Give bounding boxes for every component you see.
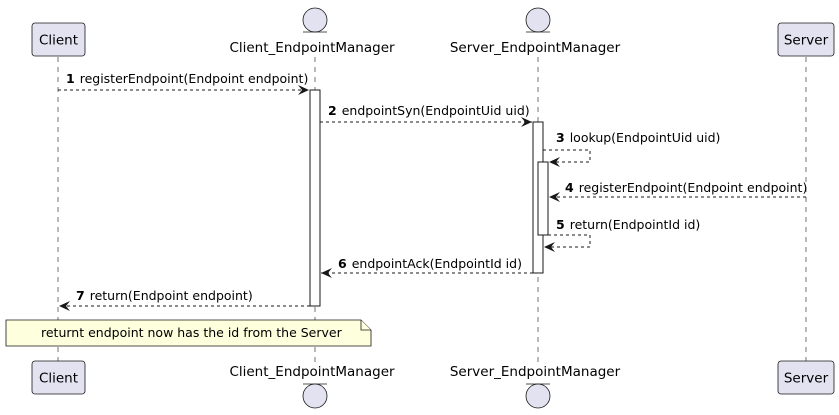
participant-label: Client_EndpointManager — [229, 40, 395, 56]
participant-label: Server_EndpointManager — [450, 364, 621, 380]
message-number: 7 — [76, 288, 85, 303]
activation-bar-client-endpointmanager — [309, 89, 321, 307]
message-label: 2 endpointSyn(EndpointUid uid) — [328, 103, 530, 118]
message-arrow — [543, 149, 591, 167]
participant-client-endpointmanager-bottom: Client_EndpointManager — [229, 364, 395, 409]
entity-icon — [302, 383, 328, 409]
participant-label: Client — [39, 371, 78, 387]
message-text: endpointSyn(EndpointUid uid) — [342, 103, 530, 118]
message-text: registerEndpoint(Endpoint endpoint) — [579, 180, 808, 195]
message-arrow — [544, 234, 591, 252]
message-number: 4 — [565, 180, 574, 195]
message-3: 3 lookup(EndpointUid uid) — [543, 130, 720, 167]
entity-icon — [525, 383, 551, 409]
activation-bar-server-endpointmanager-nested — [537, 161, 549, 236]
message-text: registerEndpoint(Endpoint endpoint) — [80, 71, 309, 86]
participant-label: Client — [39, 33, 78, 49]
note: returnt endpoint now has the id from the… — [5, 319, 372, 347]
message-number: 6 — [338, 256, 347, 271]
message-number: 5 — [556, 217, 565, 232]
participant-server-top: Server — [777, 22, 835, 57]
message-1: 1 registerEndpoint(Endpoint endpoint) — [58, 71, 309, 95]
participant-client-top: Client — [31, 22, 86, 57]
message-4: 4 registerEndpoint(Endpoint endpoint) — [549, 180, 807, 202]
entity-icon — [525, 7, 551, 33]
message-label: 6 endpointAck(EndpointId id) — [338, 256, 522, 271]
message-5: 5 return(EndpointId id) — [544, 217, 700, 252]
message-text: endpointAck(EndpointId id) — [352, 256, 522, 271]
participant-label: Client_EndpointManager — [229, 364, 395, 380]
participant-label: Server — [784, 33, 829, 49]
message-label: 3 lookup(EndpointUid uid) — [556, 130, 720, 145]
participant-server-bottom: Server — [777, 360, 835, 395]
note-fold — [360, 320, 371, 331]
participant-server-endpointmanager-top: Server_EndpointManager — [450, 7, 621, 56]
message-text: lookup(EndpointUid uid) — [570, 130, 721, 145]
message-number: 3 — [556, 130, 565, 145]
message-number: 1 — [66, 71, 75, 86]
message-number: 2 — [328, 103, 337, 118]
participant-client-endpointmanager-top: Client_EndpointManager — [229, 7, 395, 56]
participant-label: Server — [784, 371, 829, 387]
message-text: return(EndpointId id) — [570, 217, 701, 232]
message-7: 7 return(Endpoint endpoint) — [59, 288, 310, 311]
entity-icon — [302, 7, 328, 33]
message-6: 6 endpointAck(EndpointId id) — [321, 256, 533, 278]
note-text: returnt endpoint now has the id from the… — [41, 325, 343, 340]
message-label: 4 registerEndpoint(Endpoint endpoint) — [565, 180, 807, 195]
participant-server-endpointmanager-bottom: Server_EndpointManager — [450, 364, 621, 409]
participant-client-bottom: Client — [31, 360, 86, 395]
message-label: 1 registerEndpoint(Endpoint endpoint) — [66, 71, 308, 86]
message-label: 7 return(Endpoint endpoint) — [76, 288, 253, 303]
message-2: 2 endpointSyn(EndpointUid uid) — [320, 103, 532, 127]
message-text: return(Endpoint endpoint) — [90, 288, 253, 303]
participant-label: Server_EndpointManager — [450, 40, 621, 56]
note-shape — [5, 319, 372, 347]
message-label: 5 return(EndpointId id) — [556, 217, 700, 232]
